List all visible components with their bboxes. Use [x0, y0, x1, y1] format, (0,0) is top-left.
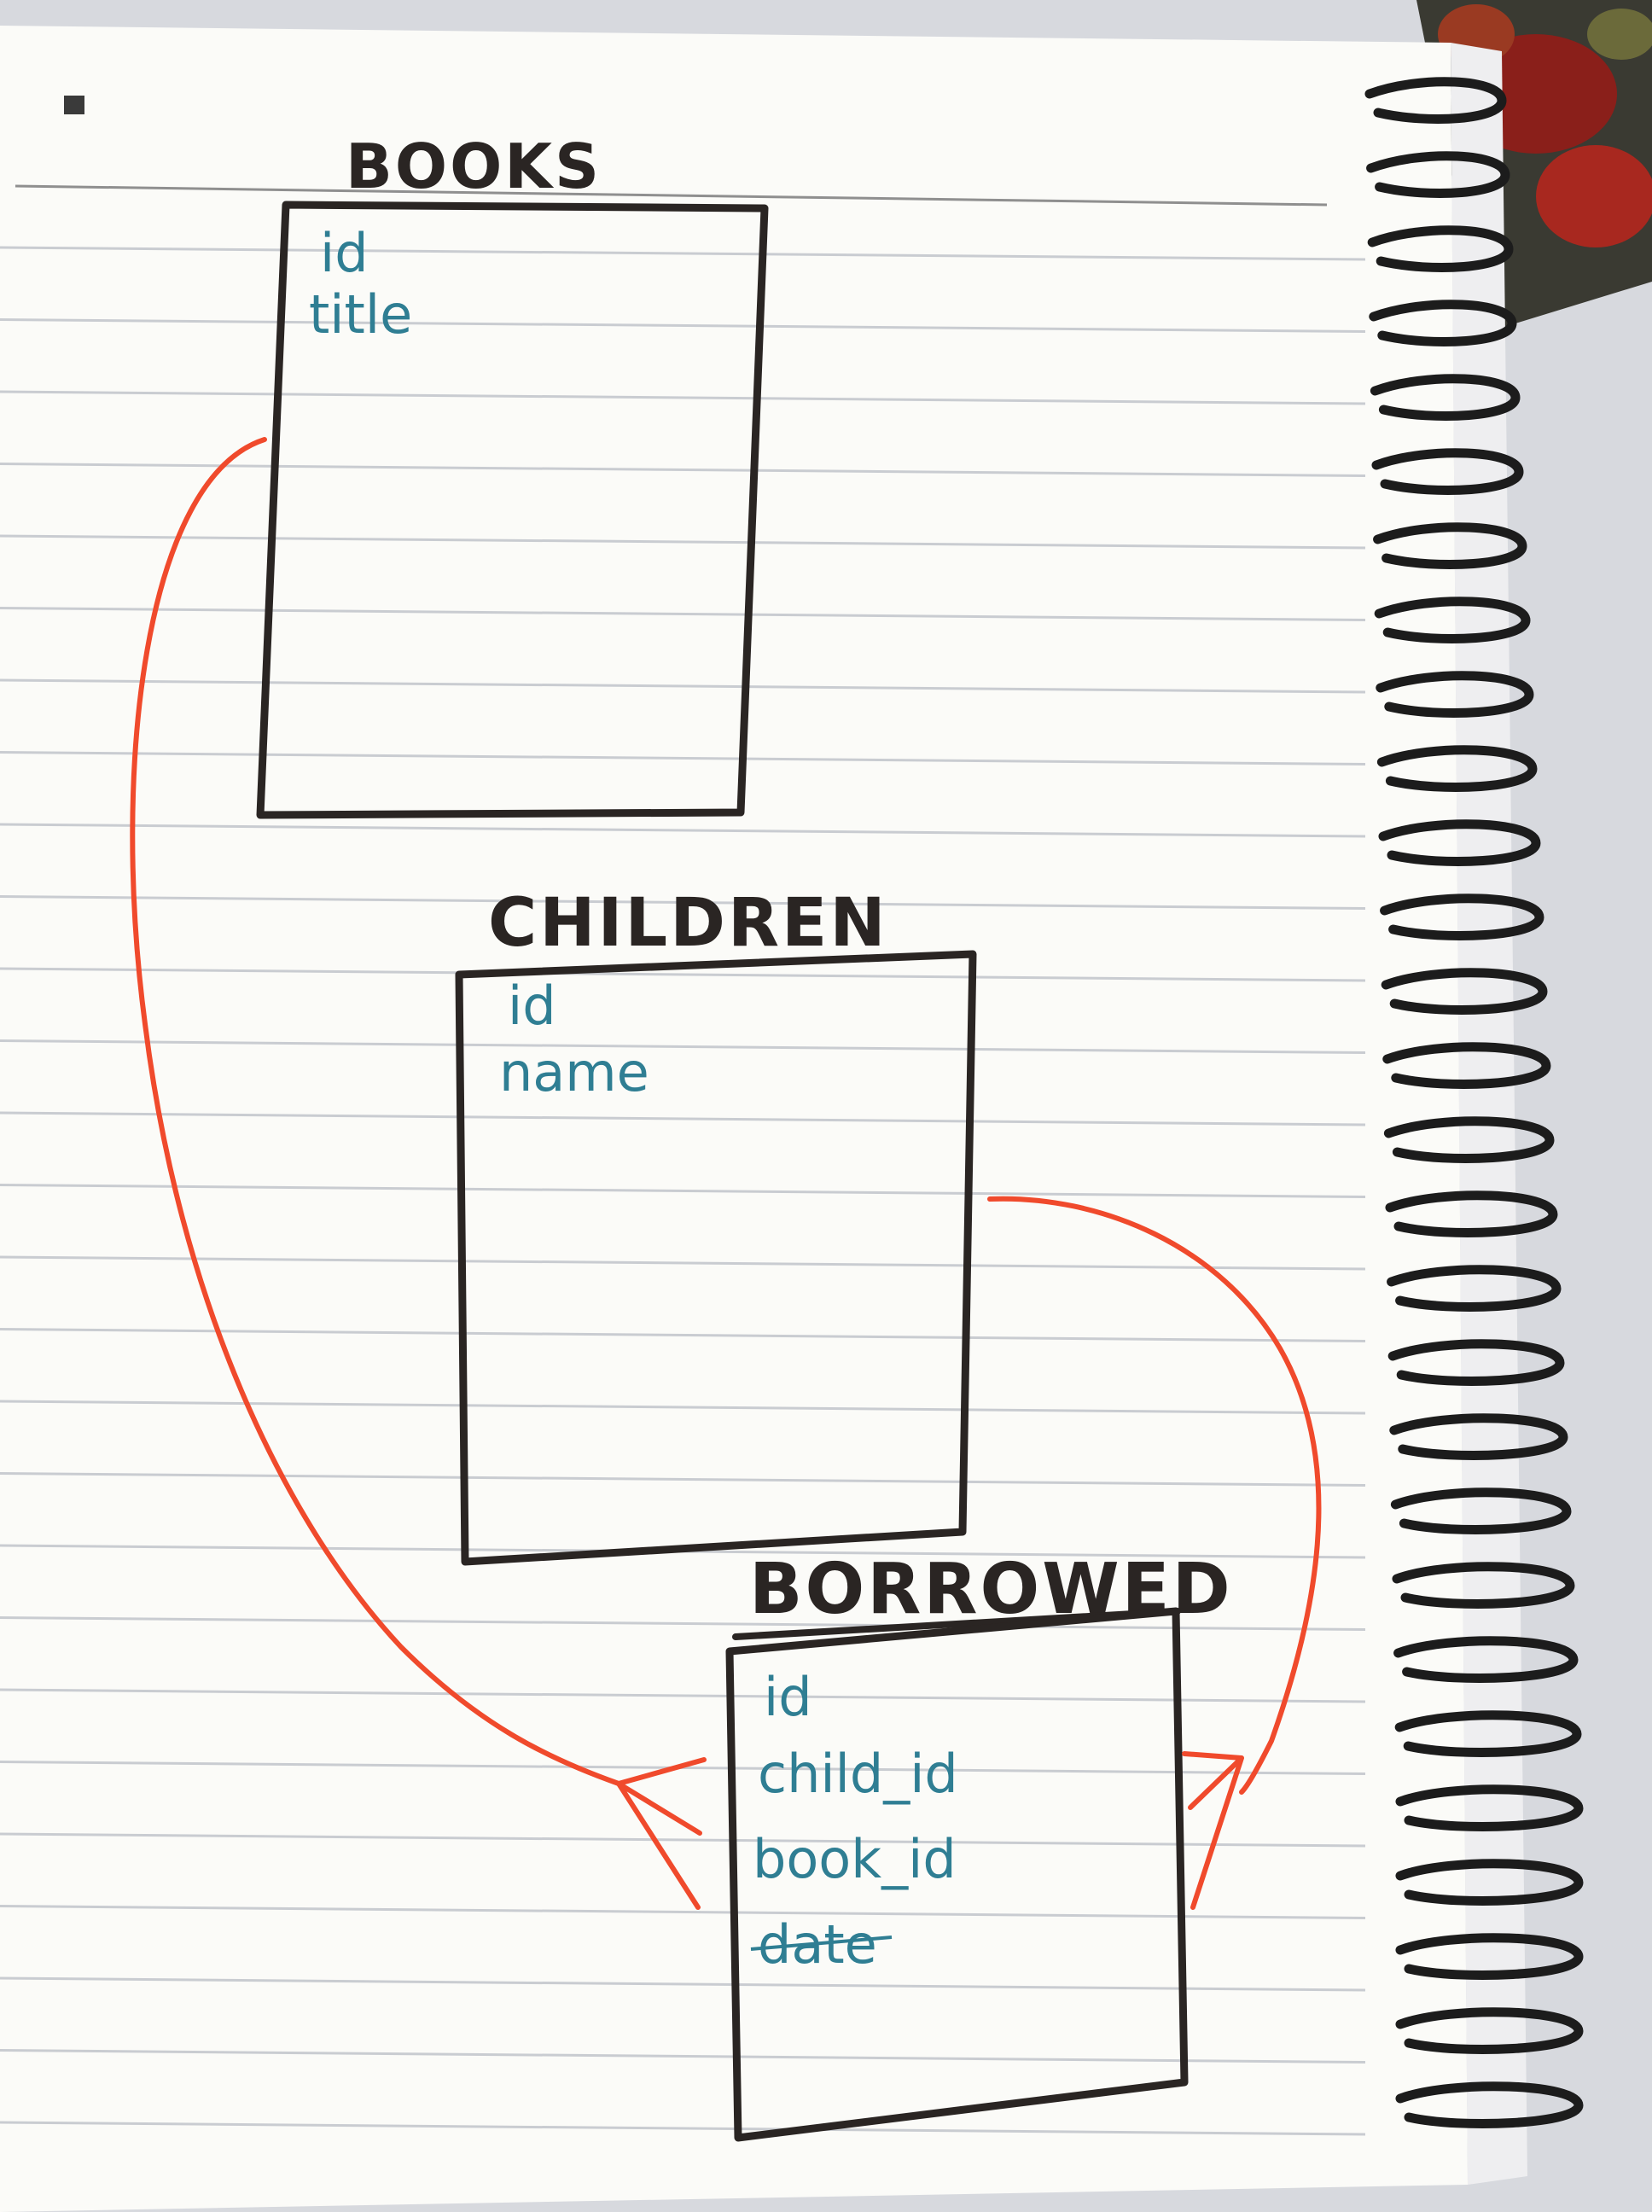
spiral-coil	[1389, 1413, 1568, 1460]
ruled-line	[0, 463, 1366, 477]
spiral-coil	[1395, 1784, 1584, 1831]
spiral-coil	[1381, 968, 1548, 1015]
table-books: BOOKS id title	[256, 131, 769, 819]
ruled-line	[0, 751, 1366, 765]
spiral-coil	[1366, 151, 1510, 199]
spiral-binding	[1364, 77, 1584, 2128]
spiral-coil	[1395, 2081, 1584, 2128]
ruled-line	[0, 1328, 1366, 1342]
spiral-coil	[1380, 894, 1544, 941]
ruled-line	[0, 1111, 1366, 1126]
spiral-coil	[1364, 77, 1507, 125]
ruled-line	[0, 534, 1366, 550]
spiral-coil	[1385, 1190, 1558, 1237]
table-books-box	[256, 201, 769, 819]
table-title-borrowed: BORROWED	[749, 1549, 1233, 1630]
table-children-box	[455, 950, 977, 1566]
spiral-coil	[1393, 1636, 1579, 1683]
spiral-coil	[1370, 374, 1521, 422]
table-title-children: CHILDREN	[488, 885, 888, 962]
spiral-coil	[1387, 1265, 1562, 1312]
spiral-coil	[1371, 448, 1524, 496]
spiral-coil	[1374, 597, 1531, 644]
spiral-coil	[1376, 745, 1538, 793]
page-marker-icon	[64, 96, 84, 114]
ruled-line	[0, 967, 1366, 982]
spiral-coil	[1383, 1116, 1555, 1163]
spiral-coil	[1395, 1859, 1584, 1906]
relationship-children-borrowed	[987, 1196, 1322, 1910]
spiral-coil	[1390, 1487, 1572, 1534]
spiral-coil	[1376, 671, 1534, 719]
table-borrowed-field: book_id	[753, 1828, 957, 1890]
ruled-line	[0, 1400, 1366, 1415]
relationship-line	[987, 1196, 1322, 1795]
table-children-field: name	[499, 1041, 649, 1103]
ruled-line	[0, 2121, 1366, 2136]
spiral-coil	[1378, 819, 1541, 867]
spiral-coil	[1395, 1933, 1584, 1980]
ruled-line	[0, 2049, 1366, 2064]
spiral-coil	[1367, 225, 1514, 273]
ruled-line	[0, 246, 1366, 261]
spiral-coil	[1395, 2007, 1584, 2054]
ruled-line	[0, 1472, 1366, 1487]
table-borrowed-box	[725, 1607, 1189, 2142]
table-borrowed-field: child_id	[758, 1743, 958, 1805]
table-title-books: BOOKS	[346, 131, 602, 202]
spiral-coil	[1394, 1710, 1582, 1757]
ruled-line	[0, 1976, 1366, 1992]
table-children: CHILDREN id name	[455, 885, 977, 1566]
spiral-coil	[1392, 1562, 1575, 1609]
ruled-line	[0, 607, 1366, 621]
crows-foot-icon	[1182, 1751, 1244, 1910]
ruled-line	[0, 823, 1366, 838]
table-borrowed-field: id	[764, 1666, 812, 1728]
ruled-line	[0, 390, 1366, 405]
relationship-books-borrowed	[130, 437, 707, 1910]
spiral-coil	[1382, 1042, 1551, 1089]
ruled-line	[0, 678, 1366, 694]
ruled-line	[0, 318, 1366, 333]
ruled-line	[0, 1905, 1366, 1919]
spiral-coil	[1373, 522, 1527, 570]
relationship-line	[130, 437, 621, 1786]
ruled-line	[0, 895, 1366, 910]
table-books-field: id	[320, 222, 369, 284]
ruled-lines	[0, 246, 1366, 2136]
ruled-line	[0, 1832, 1366, 1848]
header-rule	[15, 184, 1328, 207]
crows-foot-icon	[616, 1757, 707, 1910]
ruled-line	[0, 1255, 1366, 1271]
spiral-coil	[1369, 300, 1517, 347]
ruled-line	[0, 1039, 1366, 1054]
ruled-line	[0, 1184, 1366, 1198]
ruled-line	[0, 1616, 1366, 1631]
table-children-field: id	[508, 975, 556, 1037]
table-books-field: title	[309, 283, 412, 346]
strikethrough-line	[750, 1936, 893, 1951]
spiral-coil	[1387, 1339, 1565, 1386]
ruled-line	[0, 1688, 1366, 1703]
table-borrowed: BORROWED id child_id book_id date	[725, 1549, 1233, 2142]
